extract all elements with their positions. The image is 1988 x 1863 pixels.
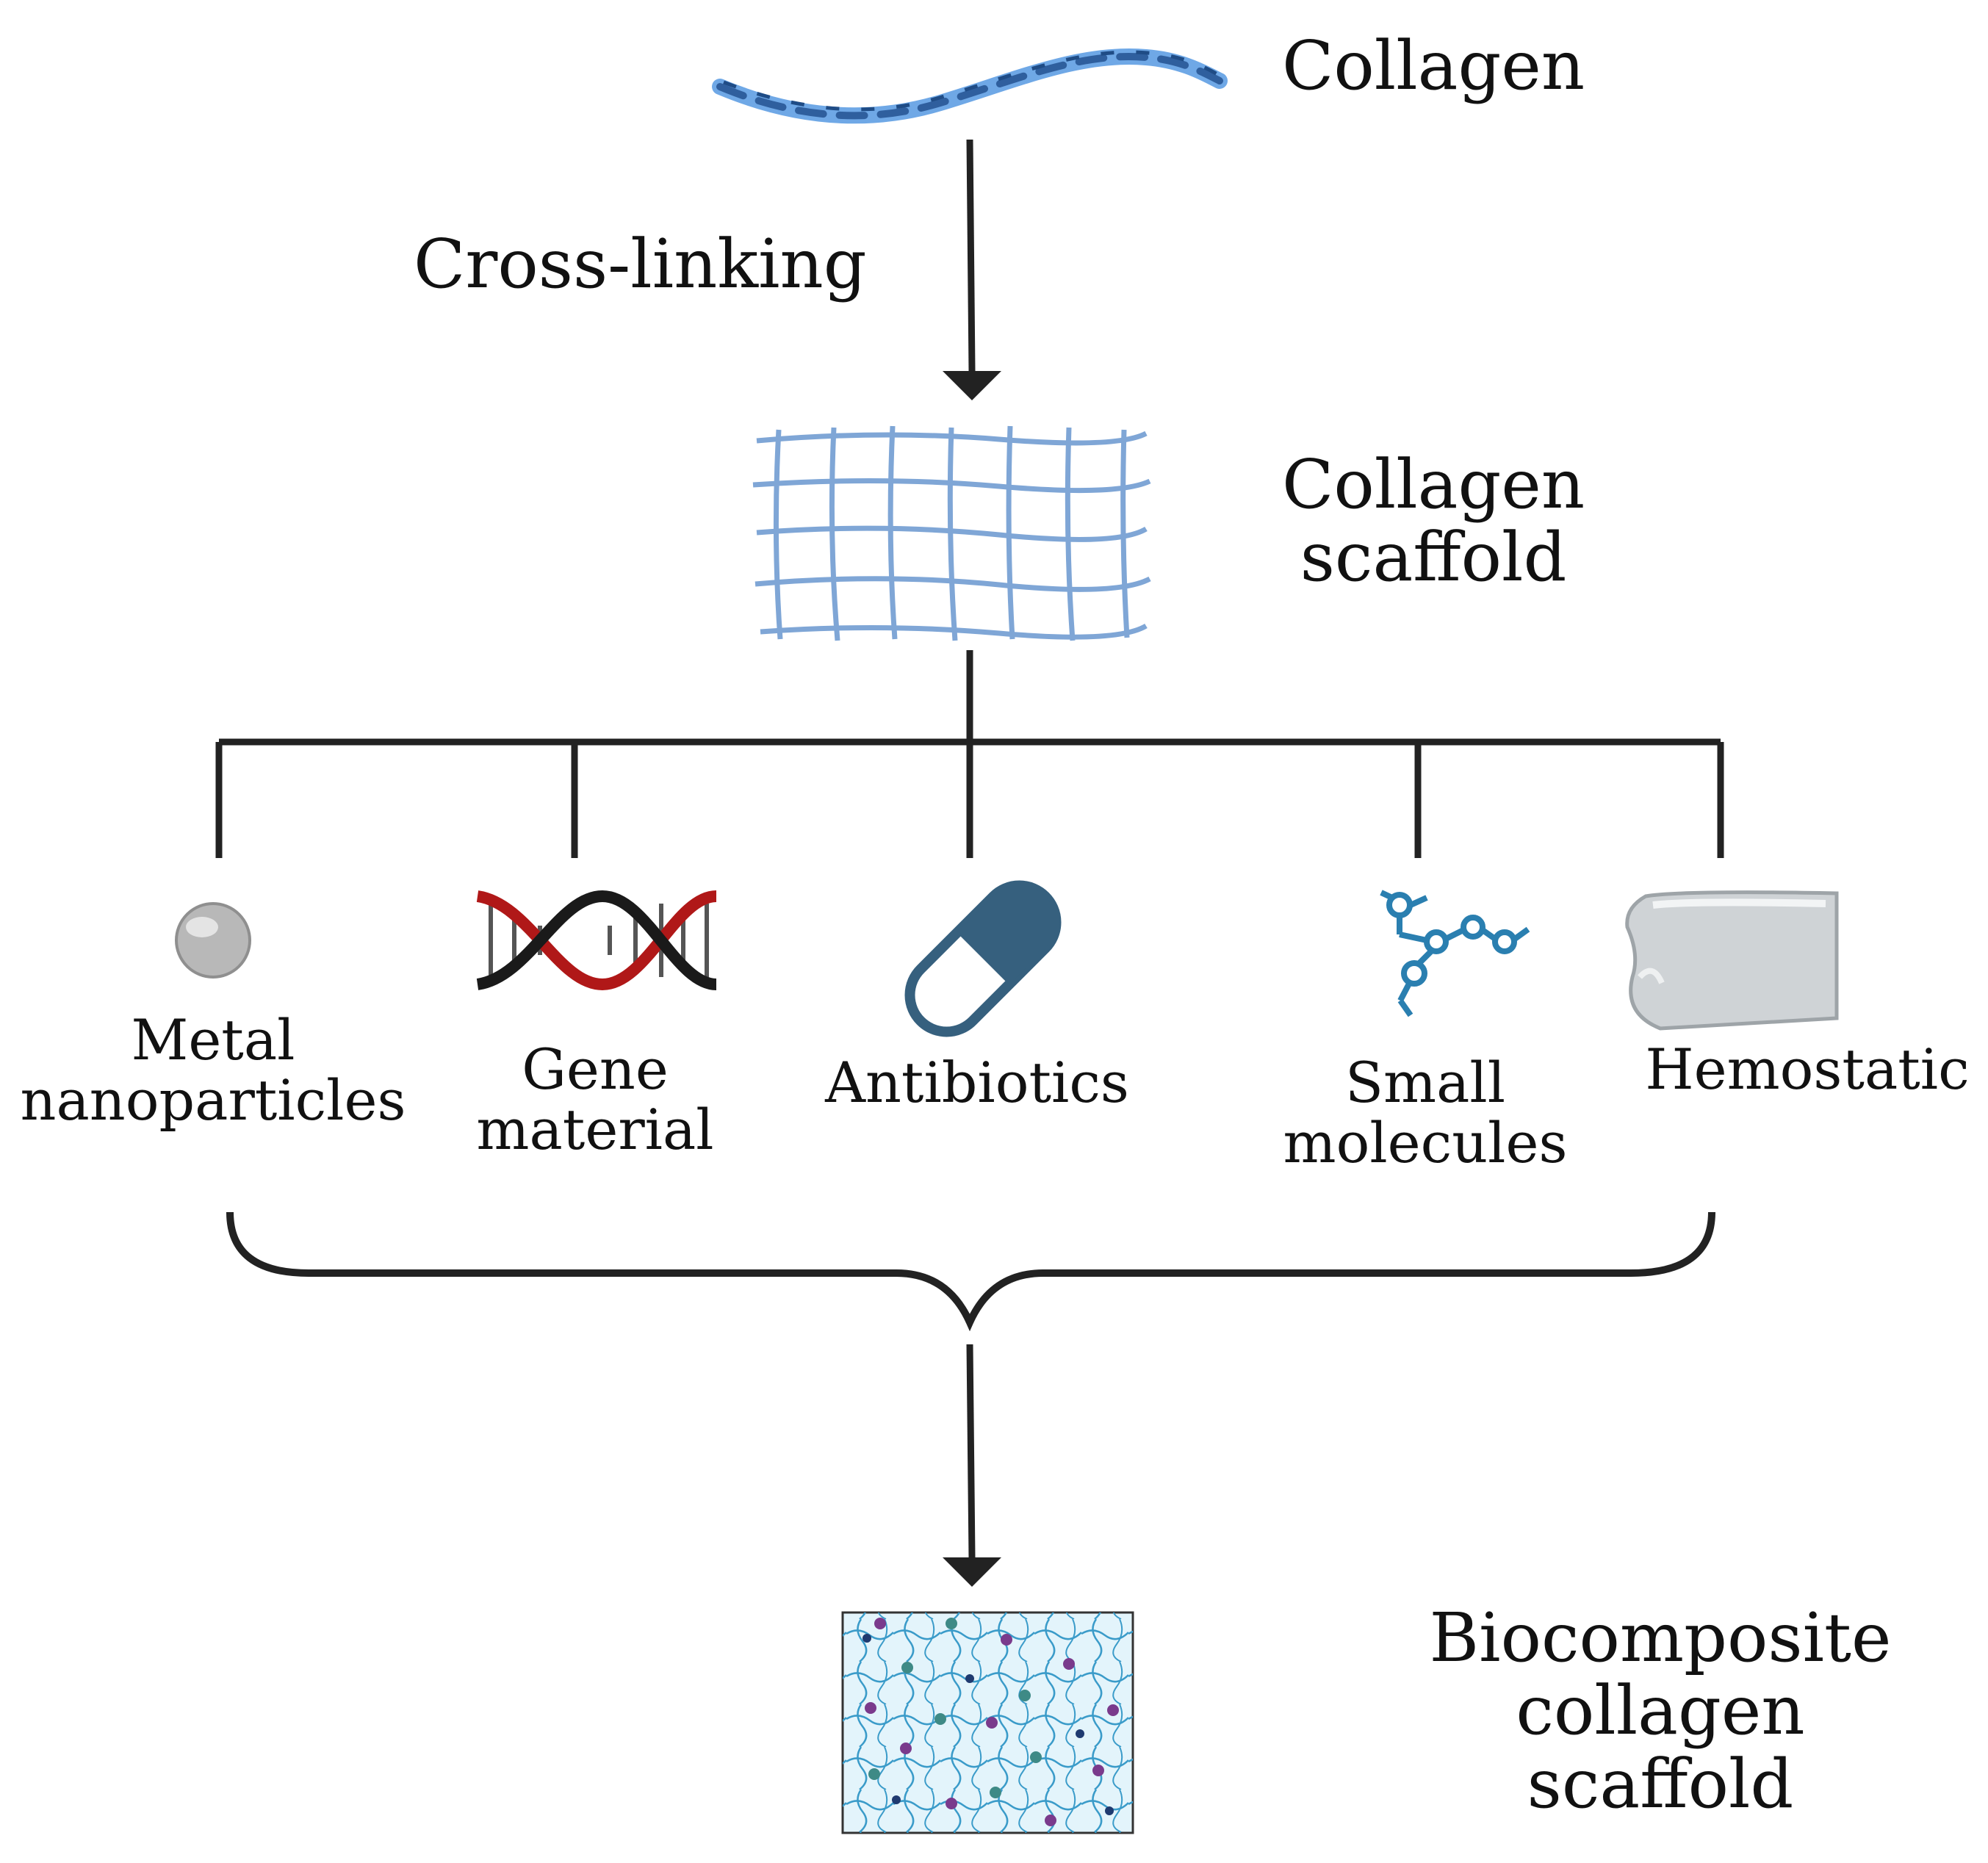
biocomposite-label-line2: collagen (1516, 1671, 1805, 1751)
molecule-icon (1380, 890, 1530, 1017)
antibiotics-label-text: Antibiotics (825, 1050, 1129, 1115)
crosslinking-label: Cross-linking (414, 225, 867, 303)
gene-material-label: Gene material (455, 1039, 735, 1160)
collagen-fiber-icon (712, 48, 1228, 124)
crosslinking-arrow (943, 139, 1001, 400)
metal-nanoparticles-label: Metal nanoparticles (15, 1007, 411, 1134)
combine-brace (226, 1211, 1715, 1332)
scaffold-label-line1: Collagen (1282, 445, 1585, 524)
small-molecules-label: Small molecules (1264, 1050, 1587, 1176)
hemostatic-label: Hemostatic (1638, 1039, 1976, 1100)
dna-helix-icon (476, 890, 717, 991)
branch-connector (215, 650, 1724, 858)
loading-arrow (943, 1344, 1001, 1587)
gene-label-line2: material (476, 1097, 714, 1163)
scaffold-label-line2: scaffold (1300, 518, 1567, 597)
collagen-label-text: Collagen (1282, 26, 1585, 105)
hemostatic-label-text: Hemostatic (1645, 1037, 1970, 1102)
hemostatic-sheet-icon (1625, 890, 1839, 1031)
metal-label-line1: Metal (131, 1007, 295, 1073)
scaffold-label: Collagen scaffold (1282, 448, 1585, 594)
small-label-line1: Small (1344, 1050, 1506, 1115)
biocomposite-label: Biocomposite collagen scaffold (1403, 1601, 1917, 1820)
gene-label-line1: Gene (522, 1037, 669, 1102)
capsule-icon (904, 880, 1062, 1037)
scaffold-mesh-icon (752, 425, 1151, 641)
biocomposite-label-line3: scaffold (1527, 1744, 1794, 1823)
metal-label-line2: nanoparticles (20, 1067, 406, 1134)
antibiotics-label: Antibiotics (808, 1050, 1146, 1115)
crosslinking-label-text: Cross-linking (414, 225, 867, 303)
nanoparticle-sphere-icon (175, 902, 251, 979)
biocomposite-label-line1: Biocomposite (1429, 1599, 1892, 1677)
small-label-line2: molecules (1283, 1110, 1568, 1176)
biocomposite-scaffold-icon (841, 1611, 1134, 1834)
collagen-label: Collagen (1282, 26, 1585, 105)
